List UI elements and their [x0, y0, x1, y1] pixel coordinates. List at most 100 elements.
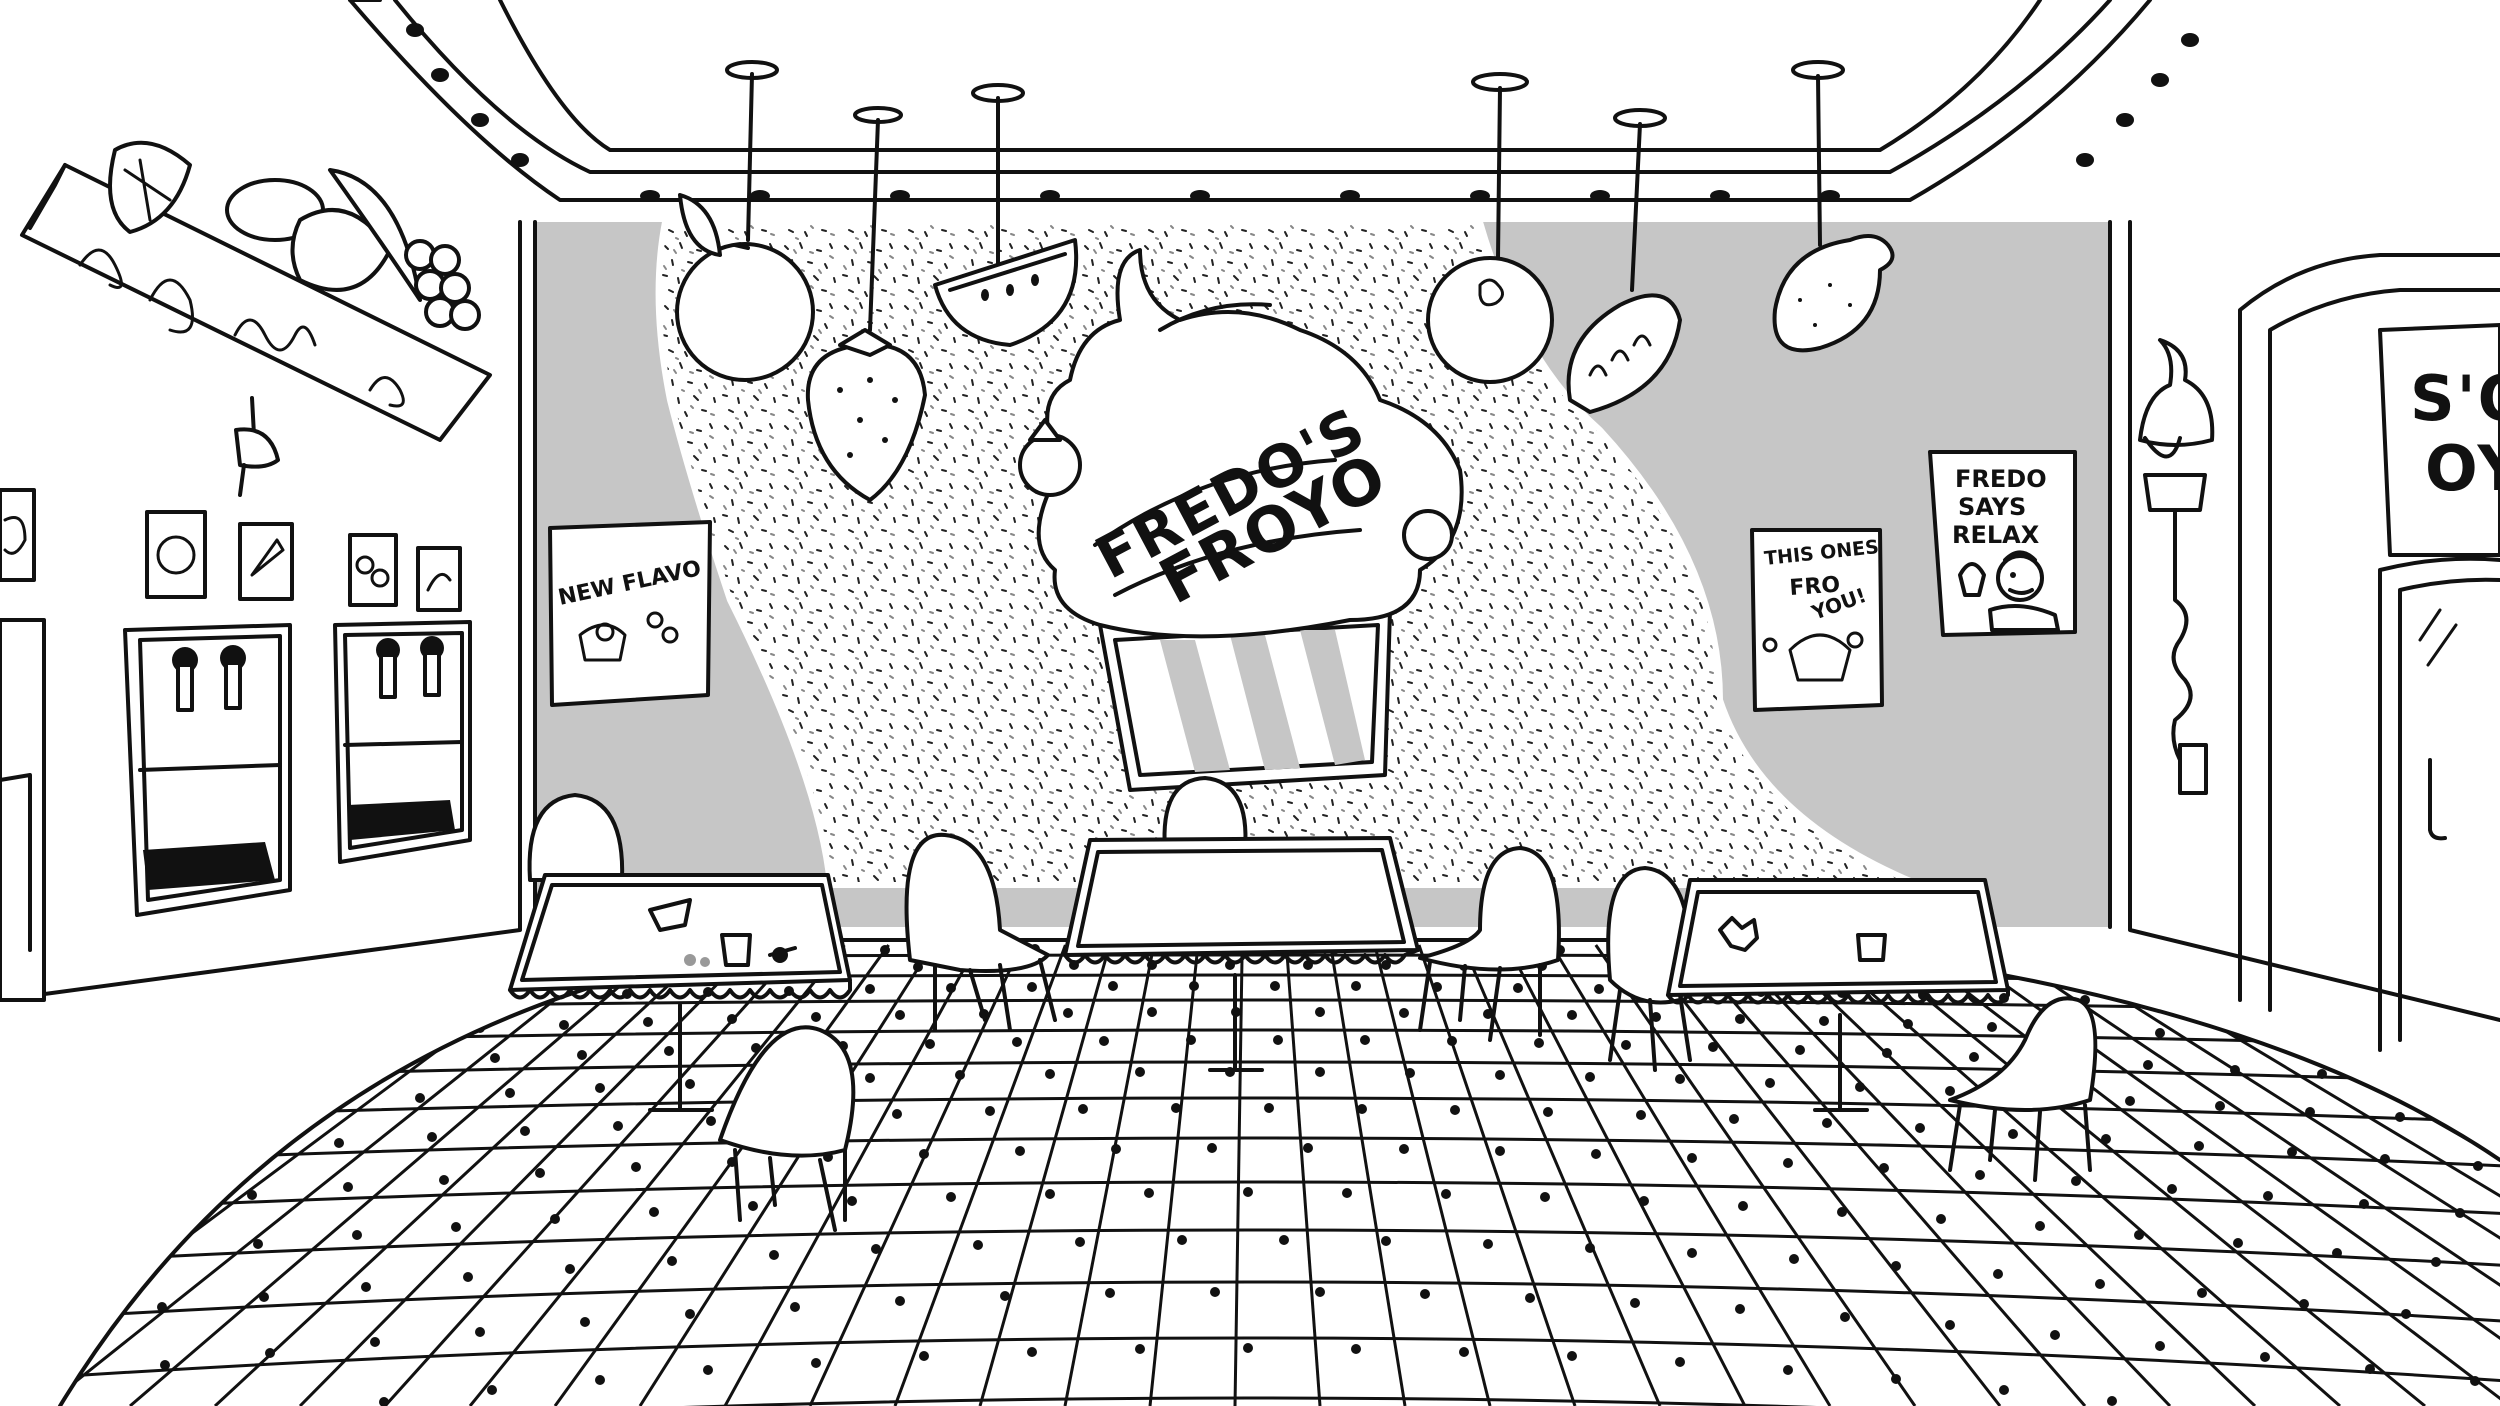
floor-dot	[1357, 1104, 1367, 1114]
floor-dot	[60, 1257, 65, 1267]
floor-dot	[1045, 1069, 1055, 1079]
dining-area	[508, 776, 2098, 1232]
floor-dot	[595, 1375, 605, 1385]
floor-dot	[130, 954, 140, 964]
floor-dot	[445, 969, 455, 979]
floor-line	[60, 943, 315, 1406]
floor-dot	[565, 1264, 575, 1274]
floor-dot	[2491, 1043, 2500, 1053]
left-wall	[0, 140, 522, 1002]
floor-dot	[1243, 1343, 1253, 1353]
floor-dot	[2470, 1376, 2480, 1386]
floor-dot	[1495, 1070, 1505, 1080]
floor-dot	[60, 1372, 65, 1382]
floor-dot	[1495, 1146, 1505, 1156]
floor-dot	[1360, 1035, 1370, 1045]
floor-dot	[1147, 1007, 1157, 1017]
floor-line	[1373, 944, 1492, 1406]
floor-dot	[2323, 1035, 2333, 1045]
ceiling	[348, 0, 2199, 202]
floor-dot	[247, 1190, 257, 1200]
floor-dot	[955, 1070, 965, 1080]
floor-dot	[325, 1098, 335, 1108]
floor-dot	[1045, 1189, 1055, 1199]
poster-right-line1: FREDO	[1955, 465, 2047, 493]
floor-dot	[253, 1239, 263, 1249]
floor-dot	[1111, 1144, 1121, 1154]
floor-dot	[1591, 1149, 1601, 1159]
floor-dot	[895, 1296, 905, 1306]
floor-dot	[550, 1214, 560, 1224]
floor-dot	[1675, 1074, 1685, 1084]
floor-line	[60, 1180, 2500, 1218]
ceiling-lights	[406, 23, 2199, 202]
floor-dot	[60, 978, 65, 988]
door-glass-line2: OY	[2425, 432, 2500, 505]
floor-dot	[439, 1175, 449, 1185]
floor-dot	[1585, 1243, 1595, 1253]
floor-dot	[1525, 1293, 1535, 1303]
floor-dot	[1708, 1042, 1718, 1052]
floor-dot	[205, 953, 215, 963]
chair-icon	[1418, 846, 1561, 1042]
floor-dot	[211, 975, 221, 985]
floor-dot	[2008, 1129, 2018, 1139]
floor-dot	[1207, 1143, 1217, 1153]
floor-dot	[706, 1116, 716, 1126]
floor-dot	[895, 1010, 905, 1020]
floor-dot	[1882, 1048, 1892, 1058]
floor-dot	[847, 1196, 857, 1206]
floor-dot	[1891, 1374, 1901, 1384]
poster-mid-line2: FRO	[1789, 573, 1841, 601]
floor-dot	[136, 1004, 146, 1014]
floor-line	[1417, 944, 1577, 1406]
floor-dot	[1342, 1188, 1352, 1198]
floor-dot	[1171, 1103, 1181, 1113]
floor-dot	[1987, 1022, 1997, 1032]
floor-dot	[871, 1244, 881, 1254]
floor-dot	[1594, 984, 1604, 994]
floor-line	[60, 943, 492, 1406]
floor-dot	[1945, 1086, 1955, 1096]
floor-dot	[2287, 1147, 2297, 1157]
floor-line	[60, 943, 404, 1406]
floor-dot	[505, 1088, 515, 1098]
floor-dot	[316, 1062, 326, 1072]
floor-line	[1594, 944, 1917, 1406]
floor-dot	[60, 955, 65, 965]
floor-line	[60, 943, 138, 1406]
table-icon	[1666, 878, 2010, 1112]
floor-dot	[265, 1348, 275, 1358]
floor-line	[60, 943, 359, 1406]
floor-dot	[2233, 1238, 2243, 1248]
floor-dot	[2230, 1065, 2240, 1075]
floor-line	[60, 1396, 2500, 1406]
floor-dot	[649, 1207, 659, 1217]
floor-dot	[60, 1076, 65, 1086]
floor-dot	[1738, 1201, 1748, 1211]
chair-icon	[718, 1025, 856, 1232]
door-glass-line1: S'O	[2410, 362, 2500, 435]
flavor-pictures	[0, 488, 462, 612]
floor-dot	[1891, 1261, 1901, 1271]
floor-dot	[2404, 1074, 2414, 1084]
floor-dot	[2134, 1230, 2144, 1240]
floor-dot	[1000, 1291, 1010, 1301]
floor-dot	[298, 999, 308, 1009]
floor-dot	[1078, 1104, 1088, 1114]
floor-dot	[2455, 955, 2465, 965]
floor-dot	[685, 1079, 695, 1089]
floor-line	[1284, 944, 1322, 1406]
floor-dot	[2143, 1060, 2153, 1070]
grapes-icon	[404, 239, 481, 331]
floor-dot	[2404, 1006, 2414, 1016]
floor-dot	[595, 1083, 605, 1093]
floor-dot	[2305, 1107, 2315, 1117]
floor-dot	[2317, 1069, 2327, 1079]
floor-dot	[751, 1043, 761, 1053]
floor-dot	[1687, 1153, 1697, 1163]
floor-dot	[460, 994, 470, 1004]
floor-dot	[769, 1250, 779, 1260]
floor-line	[2036, 943, 2500, 1406]
floor-dot	[880, 945, 890, 955]
